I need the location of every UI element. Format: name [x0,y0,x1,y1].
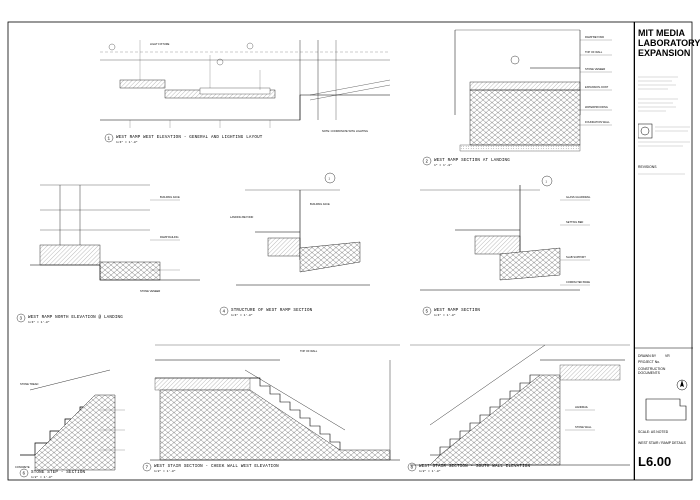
svg-text:NOTE: COORDINATE WITH LIGHTING: NOTE: COORDINATE WITH LIGHTING [322,129,368,133]
detail-title: WEST STAIR SECTION - CHEEK WALL WEST ELE… [154,465,279,469]
sheet-number: L6.00 [638,454,672,469]
svg-text:1: 1 [329,177,331,181]
svg-text:TOP OF WALL: TOP OF WALL [300,349,318,353]
detail-2-ramp-section-landing: RAMP BEYOND TOP OF WALL STONE VENEER EXP… [422,29,612,167]
detail-title: WEST RAMP WEST ELEVATION - GENERAL AND L… [116,136,263,140]
svg-text:BUILDING FACE: BUILDING FACE [160,195,180,199]
detail-5-ramp-section: 1 GLASS GUARDRAIL SETTING BED SLAB SUPPO… [420,175,591,317]
detail-number: 3 [20,318,23,322]
svg-text:BUILDING FACE: BUILDING FACE [310,202,330,206]
firm-logo [637,122,692,157]
sheet-border [7,21,693,481]
detail-title: WEST RAMP NORTH ELEVATION @ LANDING [28,315,123,320]
svg-text:LANDING BEYOND: LANDING BEYOND [230,215,253,219]
detail-title: STRUCTURE OF WEST RAMP SECTION [231,309,313,313]
detail-6-stone-step: STONE TREAD CONCRETE 6 STONE STEP - SECT… [15,369,125,479]
project-no-label: PROJECT No. [638,360,660,364]
detail-scale: 1" = 1'-0" [434,163,452,167]
svg-text:HANDRAIL: HANDRAIL [575,405,589,409]
svg-text:COMPACTED BASE: COMPACTED BASE [566,280,590,284]
detail-7-cheek-wall: TOP OF WALL 7 WEST STAIR SECTION - CHEEK… [142,344,400,473]
key-plan [638,394,692,429]
svg-text:STONE VENEER: STONE VENEER [585,67,605,71]
detail-number: 5 [426,311,429,315]
detail-scale: 1/4" = 1'-0" [28,320,50,324]
detail-scale: 1/4" = 1'-0" [231,313,253,317]
detail-8-south-wall: HANDRAIL STONE WALL 8 WEST STAIR SECTION… [407,344,630,473]
detail-number: 6 [23,473,26,477]
scale-label: SCALE: AS NOTED [638,430,669,434]
svg-text:EXPANSION JOINT: EXPANSION JOINT [585,85,609,89]
svg-text:SLAB SUPPORT: SLAB SUPPORT [566,255,586,259]
detail-title: WEST STAIR SECTION - SOUTH WALL ELEVATIO… [419,465,531,469]
svg-text:CONCRETE: CONCRETE [15,465,30,469]
svg-text:STONE VENEER: STONE VENEER [140,289,160,293]
svg-text:FOUNDATION WALL: FOUNDATION WALL [585,120,610,124]
detail-number: 2 [426,161,429,165]
svg-text:1: 1 [546,180,548,184]
detail-title: WEST RAMP SECTION AT LANDING [434,159,510,163]
drawn-by-label: DRAWN BY [638,354,657,358]
detail-title: WEST RAMP SECTION [434,309,480,313]
phase-label: CONSTRUCTION DOCUMENTS [638,367,666,375]
title-block: MIT MEDIA LABORATORY EXPANSION REVISIONS… [634,22,700,480]
revisions-label: REVISIONS [638,165,657,169]
svg-text:TOP OF WALL: TOP OF WALL [585,50,603,54]
svg-text:STONE TREAD: STONE TREAD [20,382,38,386]
detail-scale: 1/2" = 1'-0" [31,475,53,479]
svg-text:SETTING BED: SETTING BED [566,220,583,224]
detail-number: 1 [108,138,111,142]
north-arrow-icon [675,378,689,397]
detail-number: 8 [411,467,414,471]
detail-scale: 1/2" = 1'-0" [154,469,176,473]
detail-scale: 1/4" = 1'-0" [434,313,456,317]
detail-scale: 1/2" = 1'-0" [419,469,441,473]
svg-text:WATERPROOFING: WATERPROOFING [585,105,608,109]
svg-text:RAMP BEYOND: RAMP BEYOND [585,35,604,39]
detail-3-north-elevation: BUILDING FACE RAMP RAILING STONE VENEER … [16,184,200,324]
svg-text:RAMP RAILING: RAMP RAILING [160,235,179,239]
detail-number: 7 [146,467,149,471]
svg-text:STONE WALL: STONE WALL [575,425,592,429]
detail-scale: 1/4" = 1'-0" [116,140,138,144]
svg-text:GLASS GUARDRAIL: GLASS GUARDRAIL [566,195,591,199]
sheet-title: WEST STAIR / RAMP DETAILS [638,441,686,445]
drawn-by-value: VR [665,354,670,358]
svg-text:LIGHT FIXTURE: LIGHT FIXTURE [150,42,170,46]
detail-4-ramp-structure: 1 LANDING BEYOND BUILDING FACE 4 STRUCTU… [219,172,370,317]
project-title: MIT MEDIA LABORATORY EXPANSION [638,28,700,58]
consultant-info [638,74,692,120]
detail-number: 4 [223,311,226,315]
detail-1-west-elevation: LIGHT FIXTURE NOTE: COORDINATE WITH LIGH… [100,40,391,144]
detail-title: STONE STEP - SECTION [31,471,86,475]
